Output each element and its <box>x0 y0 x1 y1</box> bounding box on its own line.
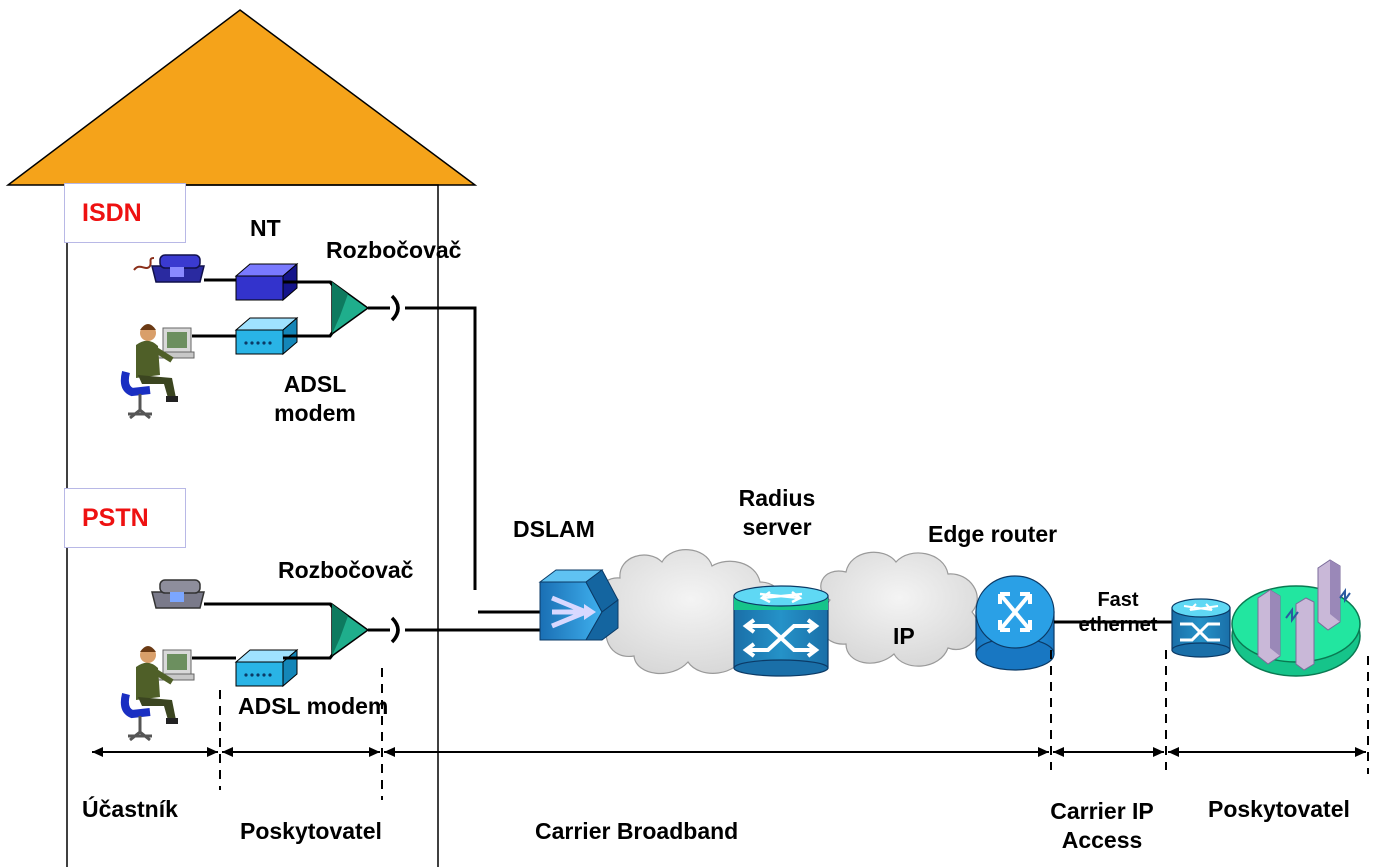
poskytovatel-left-label: Poskytovatel <box>240 818 382 844</box>
carrier-ip-access-label: Carrier IP Access <box>1050 798 1154 853</box>
carrier-broadband-label: Carrier Broadband <box>535 818 739 844</box>
switch-icon <box>1171 598 1231 658</box>
router-icon <box>975 575 1055 671</box>
dslam-label: DSLAM <box>513 516 595 542</box>
splitter-bottom-label: Rozbočovač <box>278 557 414 583</box>
user-at-computer-bottom-icon <box>120 646 195 742</box>
nt-box-icon <box>234 262 299 302</box>
ucastnik-label: Účastník <box>82 796 178 822</box>
edge-router-label: Edge router <box>928 521 1058 547</box>
adsl-modem-bottom-icon <box>234 648 299 688</box>
isdn-badge-frame <box>64 183 186 243</box>
ip-cloud-label: IP <box>893 623 915 649</box>
server-farm-icon <box>1231 559 1361 677</box>
house-roof <box>5 9 478 186</box>
pstn-phone-icon <box>151 579 205 609</box>
poskytovatel-right-label: Poskytovatel <box>1208 796 1350 822</box>
radius-server-label: Radius server <box>738 485 816 540</box>
pstn-badge-frame <box>64 488 186 548</box>
splitter-bottom-icon <box>331 602 370 658</box>
isdn-label: ISDN <box>82 199 142 227</box>
dslam-icon <box>538 569 619 641</box>
radius-server-icon <box>733 585 829 677</box>
isdn-subscriber-line <box>405 306 477 590</box>
boundary-dashes <box>219 650 1369 800</box>
cloud-icon <box>598 549 979 675</box>
adsl-modem-top-icon <box>234 316 299 356</box>
pstn-phone-line <box>204 602 346 623</box>
nt-label: NT <box>250 215 281 241</box>
pstn-label: PSTN <box>82 504 149 532</box>
splitter-top-label: Rozbočovač <box>326 237 462 263</box>
adsl-modem-bottom-label: ADSL modem <box>238 693 389 719</box>
fast-ethernet-label: Fast ethernet <box>1078 589 1158 636</box>
splitter-top-icon <box>331 280 370 336</box>
jack-bottom-icon <box>390 616 400 644</box>
jack-top-icon <box>390 294 400 322</box>
user-at-computer-top-icon <box>120 324 195 420</box>
adsl-modem-top-label: ADSL modem <box>274 371 356 426</box>
isdn-phone-icon <box>133 254 205 283</box>
